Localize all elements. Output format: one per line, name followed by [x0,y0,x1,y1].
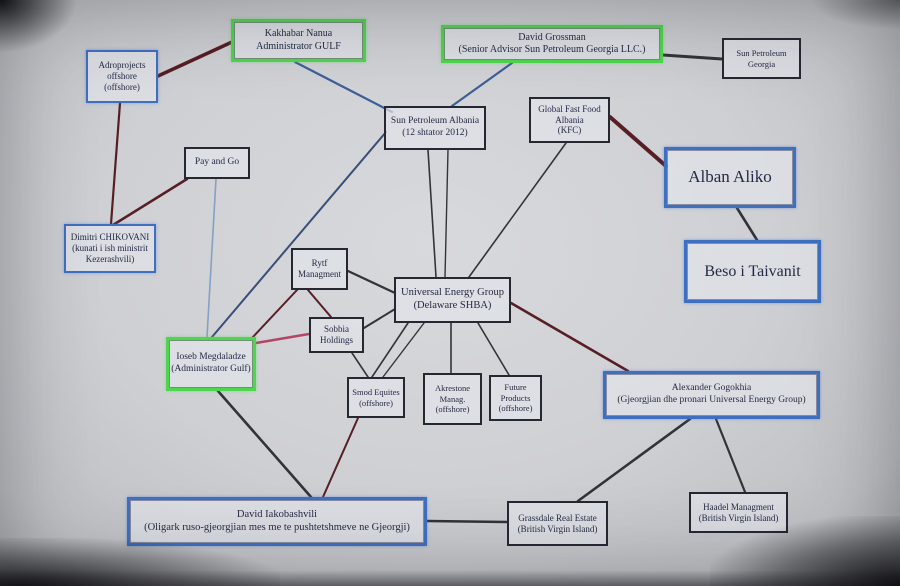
node-label-line: (British Virgin Island) [517,523,598,534]
node-label-line: Pay and Go [194,157,240,168]
node-label-line: Alban Aliko [688,167,772,187]
node-label-line: David Iakobashvili [236,508,318,520]
node-pay-and-go: Pay and Go [184,147,250,179]
node-haadel-managment: Haadel Managment(British Virgin Island) [689,492,788,533]
node-grassdale-real-estate: Grassdale Real Estate(British Virgin Isl… [507,501,608,546]
node-label-line: (12 shtator 2012) [402,128,468,138]
edge-alban-aliko--beso-i-taivanit [735,206,759,242]
node-label-line: Future [504,382,527,393]
node-david-iakobashvili: David Iakobashvili(Oligark ruso-gjeorgji… [127,497,427,546]
node-smod-equites: Smod Equites(offshore) [347,377,405,418]
node-label-line: Managment [298,269,341,279]
edge-sun-petroleum-albania--ioseb-megdaladze [211,131,387,338]
edge-sun-petroleum-albania--universal-energy-group-a [427,149,437,278]
edge-adroprojects--dimitri-chikovani [109,101,122,226]
node-label-line: (offshore) [359,397,393,408]
node-label-line: Albania [555,114,584,125]
node-label-line: Global Fast Food [538,103,601,114]
edge-alexander-gogokhia--grassdale-real-estate [576,417,692,503]
node-label-line: offshore [107,71,137,82]
node-label-line: (KFC) [557,125,582,136]
node-label-line: (kunati i ish ministrit [72,243,148,254]
node-label-line: (British Virgin Island) [698,512,779,523]
node-label-line: Georgia [747,58,776,69]
edge-ioseb-megdaladze--david-iakobashvili [216,389,313,499]
node-label-line: Kezerashvili) [85,253,135,264]
edge-pay-and-go--ioseb-megdaladze [206,178,217,338]
node-label-line: Haadel Managment [703,501,774,512]
edge-sobbia-holdings--smod-equites [351,352,369,378]
node-dimitri-chikovani: Dimitri CHIKOVANI(kunati i ish ministrit… [64,224,156,273]
edge-global-fast-food--universal-energy-group [468,142,567,278]
node-label-line: Ioseb Megdaladze [176,352,246,363]
edge-alexander-gogokhia--haadel-managment [714,417,747,494]
edge-sun-petroleum-albania--universal-energy-group-b [444,149,449,278]
node-ioseb-megdaladze: Ioseb Megdaladze(Administrator Gulf) [166,337,256,391]
node-label-line: Universal Energy Group [400,287,505,299]
node-label-line: (Administrator Gulf) [171,364,251,374]
edge-david-grossman--sun-petroleum-albania [450,61,514,108]
edge-universal-energy-group--smod-equites-a [371,322,409,378]
node-beso-i-taivanit: Beso i Taivanit [684,240,821,303]
edge-global-fast-food--alban-aliko [608,115,668,168]
node-label-line: (Oligark ruso-gjeorgjian mes me te pusht… [144,521,410,533]
node-label-line: Akrestone [435,383,470,394]
node-label-line: (offshore) [498,403,533,414]
node-label-line: Alexander Gogokhia [671,383,752,394]
node-label-line: Sun Petroleum Albania [390,116,480,127]
edge-adroprojects--kakhabar-nanua [156,40,234,78]
node-label-line: Kakhabar Nanua [264,28,333,40]
node-sun-petroleum-albania: Sun Petroleum Albania(12 shtator 2012) [384,106,486,150]
node-label-line: Dimitri CHIKOVANI [70,232,150,243]
edge-universal-energy-group--alexander-gogokhia [509,301,630,373]
edge-kakhabar-nanua--sun-petroleum-albania [293,60,394,114]
node-label-line: Beso i Taivanit [704,262,801,280]
node-label-line: (Gjeorgjian dhe pronari Universal Energy… [617,395,806,405]
node-label-line: Grassdale Real Estate [518,512,597,523]
edge-rytf-managment--ioseb-megdaladze [251,289,298,339]
node-label-line: Holdings [319,335,353,345]
node-label-line: (Senior Advisor Sun Petroleum Georgia LL… [458,44,646,55]
node-label-line: (Delaware SHBA) [413,300,492,311]
edge-pay-and-go--dimitri-chikovani [111,177,189,227]
node-alexander-gogokhia: Alexander Gogokhia(Gjeorgjian dhe pronar… [603,371,820,419]
edge-david-iakobashvili--grassdale-real-estate [425,519,509,524]
edge-universal-energy-group--smod-equites-b [382,322,425,378]
node-david-grossman: David Grossman(Senior Advisor Sun Petrol… [441,25,663,63]
node-label-line: (offshore) [435,404,470,415]
node-label-line: Administrator GULF [256,40,341,52]
edge-smod-equites--david-iakobashvili [322,417,359,498]
node-label-line: Manag. [439,393,466,404]
node-label-line: Adroprojects [98,60,146,71]
node-label-line: Sobbia [323,324,349,335]
edge-david-grossman--sun-petroleum-georgia [661,53,724,61]
node-label-line: Products [500,392,531,403]
node-label-line: Rytf [311,258,328,269]
node-alban-aliko: Alban Aliko [664,147,796,208]
edge-ioseb-megdaladze--sobbia-holdings [254,332,311,345]
node-universal-energy-group: Universal Energy Group(Delaware SHBA) [394,277,511,323]
edge-rytf-managment--universal-energy-group [346,269,397,295]
edge-rytf-managment--sobbia-holdings [307,289,332,318]
node-label-line: Smod Equites [352,387,400,398]
node-label-line: David Grossman [518,31,586,43]
edge-universal-energy-group--future-products [477,322,510,376]
node-label-line: Sun Petroleum [736,48,787,59]
edge-sobbia-holdings--universal-energy-group [363,308,396,329]
node-label-line: (offshore) [104,81,140,92]
